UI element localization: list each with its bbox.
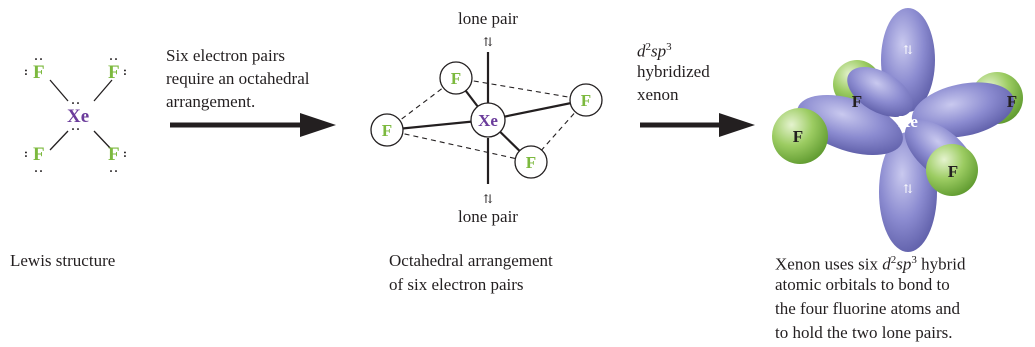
- xenon-atom: [470, 102, 506, 138]
- lone-pair-dots: ··: [34, 164, 45, 178]
- fluorine-label: F: [581, 91, 591, 110]
- fluorine-label: F: [526, 153, 536, 172]
- hybrid-sup: 3: [666, 41, 672, 53]
- fluorine-label: F: [451, 69, 461, 88]
- lone-pair-label-top: lone pair: [458, 9, 518, 28]
- hybrid-sp: sp: [651, 41, 667, 61]
- hybridization-notation: d2sp3: [637, 36, 672, 63]
- electron-pair-icon: ⇅: [903, 182, 913, 196]
- octahedral-caption-line: Octahedral arrangement: [389, 251, 553, 270]
- fluorine-label: F: [793, 127, 803, 146]
- orbital-lobe-right: [911, 82, 1015, 138]
- hybrid-d: d: [637, 41, 646, 61]
- lone-pair-dots: :: [24, 146, 29, 160]
- step1-label-line: Six electron pairs: [166, 46, 285, 65]
- lone-pair-dots: :: [123, 146, 128, 160]
- lewis-caption: Lewis structure: [10, 251, 116, 270]
- lone-pair-label-bottom: lone pair: [458, 207, 518, 226]
- step1-label-line: arrangement.: [166, 92, 256, 111]
- plane-edge: [386, 129, 532, 163]
- bond-line: [93, 130, 113, 151]
- lone-pair-dots: ··: [34, 52, 45, 66]
- hybrid-sup: 2: [645, 41, 652, 53]
- caption-prefix: Xenon uses six: [775, 254, 883, 274]
- lewis-f-symbol: F: [108, 62, 120, 83]
- bond-line: [49, 79, 69, 102]
- fluorine-sphere: [926, 144, 978, 196]
- orbital-caption-line: the four fluorine atoms and: [775, 299, 961, 318]
- step2-word: xenon: [637, 85, 679, 104]
- orbital-caption-line: Xenon uses six d2sp3 hybrid: [775, 249, 965, 276]
- bond-line: [49, 130, 69, 151]
- caption-suffix: hybrid: [916, 254, 966, 274]
- fluorine-atom: [514, 145, 548, 179]
- caption-sup: 2: [890, 254, 897, 266]
- lone-pair-dots: ··: [71, 122, 82, 136]
- lewis-f-symbol: F: [33, 62, 45, 83]
- fluorine-label: F: [1007, 92, 1017, 111]
- lewis-f-symbol: F: [108, 144, 120, 165]
- xenon-label: Xe: [898, 112, 918, 131]
- fluorine-label: F: [382, 121, 392, 140]
- lone-pair-dots: :: [123, 64, 128, 78]
- caption-sup: 3: [911, 254, 917, 266]
- fluorine-sphere: [772, 108, 828, 164]
- orbital-caption-line: to hold the two lone pairs.: [775, 323, 953, 342]
- caption-sp: sp: [896, 254, 912, 274]
- step2-word: hybridized: [637, 62, 710, 81]
- electron-pair-icon: ⇅: [483, 35, 493, 49]
- lone-pair-dots: :: [24, 64, 29, 78]
- step1-label-line: require an octahedral: [166, 69, 310, 88]
- fluorine-atom: [439, 61, 473, 95]
- electron-pair-icon: ⇅: [903, 43, 913, 57]
- electron-pair-icon: ⇅: [483, 192, 493, 206]
- fluorine-atom: [370, 113, 404, 147]
- xenon-label: Xe: [478, 111, 498, 130]
- octahedral-caption-line: of six electron pairs: [389, 275, 524, 294]
- bond-line: [93, 79, 113, 102]
- caption-d: d: [882, 254, 891, 274]
- lone-pair-dots: ··: [109, 52, 120, 66]
- fluorine-label: F: [948, 162, 958, 181]
- orbital-lobe-back-left: [847, 67, 913, 117]
- lone-pair-dots: ··: [71, 96, 82, 110]
- plane-edge: [455, 77, 587, 101]
- lewis-xe-symbol: Xe: [67, 106, 90, 127]
- fluorine-atom: [569, 83, 603, 117]
- lewis-f-symbol: F: [33, 144, 45, 165]
- lone-pair-dots: ··: [109, 164, 120, 178]
- orbital-caption-line: atomic orbitals to bond to: [775, 275, 950, 294]
- fluorine-label: F: [852, 92, 862, 111]
